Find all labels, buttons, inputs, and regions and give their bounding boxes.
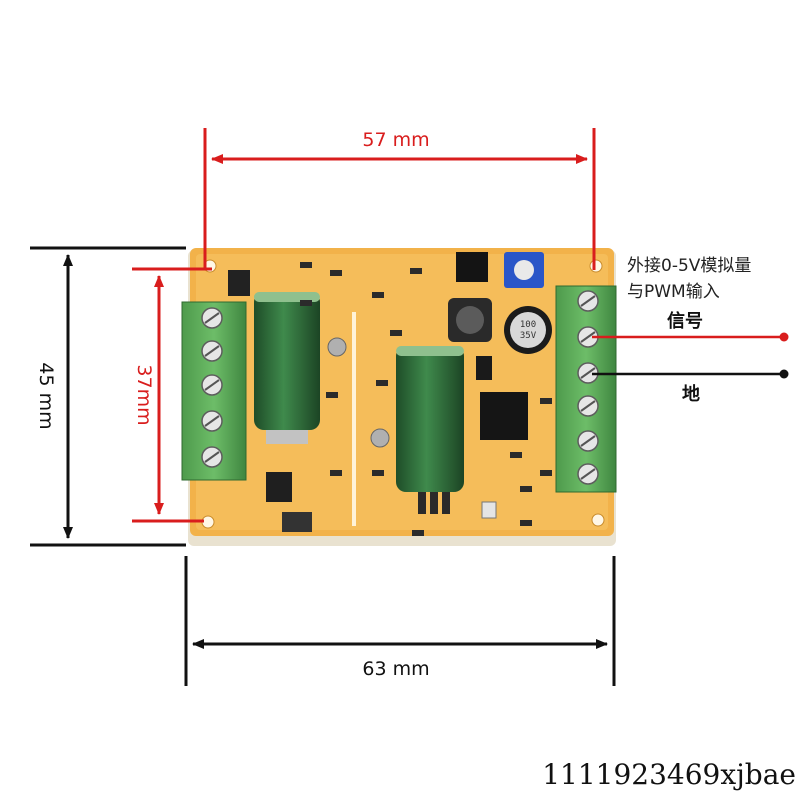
capacitor-left-base [266, 430, 308, 444]
signal-label: 信号 [667, 310, 703, 332]
smd-part-4 [390, 330, 402, 336]
capacitor-middle-lead-2 [430, 492, 438, 514]
right-terminal-body [555, 285, 617, 493]
smd-part-1 [300, 262, 312, 268]
capacitor-small-marking-1: 100 [520, 320, 536, 330]
right-terminal-screw-2-slot [580, 331, 596, 343]
note-line-1: 外接0-5V模拟量 [627, 256, 751, 276]
capacitor-left-body [254, 292, 320, 430]
smd-part-16 [410, 268, 422, 274]
smd-part [476, 356, 492, 380]
dim-top-label: 57 mm [362, 129, 429, 151]
left-terminal-screw-5-slot [204, 451, 220, 463]
smd-part-8 [372, 470, 384, 476]
push-button [481, 501, 497, 519]
ic-top [456, 252, 488, 282]
capacitor-small-marking-2: 35V [520, 331, 537, 341]
transistor-top [228, 270, 250, 296]
capacitor-middle-lead-1 [418, 492, 426, 514]
board-screw-1 [327, 337, 347, 357]
left-terminal-screw-3-slot [204, 379, 220, 391]
ground-label: 地 [682, 383, 700, 405]
smd-part-13 [412, 530, 424, 536]
inductor-core [456, 306, 484, 334]
left-terminal-screw-1-slot [204, 312, 220, 324]
capacitor-small-top [510, 312, 546, 348]
board-slot [352, 312, 356, 526]
smd-part-7 [330, 470, 342, 476]
left-terminal-screw-4-slot [204, 415, 220, 427]
right-terminal-screw-6-slot [580, 468, 596, 480]
smd-part-12 [520, 486, 532, 492]
mount-hole-br [591, 513, 605, 527]
right-terminal-block [555, 285, 617, 493]
smd-part-5 [376, 380, 388, 386]
right-terminal-screw-1-slot [580, 295, 596, 307]
capacitor-left [254, 292, 320, 444]
smd-part-10 [540, 398, 552, 404]
potentiometer-knob [514, 260, 534, 280]
capacitor-left-top [254, 292, 320, 302]
note-line-2: 与PWM输入 [627, 282, 720, 302]
smd-part-2 [330, 270, 342, 276]
dim-bottom-label: 63 mm [362, 658, 429, 680]
shunt-resistor [282, 512, 312, 532]
smd-resistors [300, 262, 552, 536]
right-terminal-screw-4-slot [580, 400, 596, 412]
dim-left-label: 45 mm [35, 362, 57, 429]
dim-inner-label: 37mm [133, 364, 155, 425]
left-terminal-block [181, 301, 247, 481]
transistor-bottom [266, 472, 292, 502]
capacitor-middle-body [396, 346, 464, 492]
mount-hole-tr [589, 259, 603, 273]
signal-lead-dot [779, 332, 789, 342]
smd-part-15 [300, 300, 312, 306]
capacitor-small: 100 35V [504, 306, 552, 354]
capacitor-middle-lead-3 [442, 492, 450, 514]
smd-part-3 [372, 292, 384, 298]
ground-lead-dot [779, 369, 789, 379]
watermark: 1111923469xjbae [542, 758, 796, 791]
left-terminal-screw-2-slot [204, 345, 220, 357]
smd-part-11 [540, 470, 552, 476]
pcb-board: 100 35V [181, 248, 617, 546]
right-terminal-screw-5-slot [580, 435, 596, 447]
smd-part-14 [520, 520, 532, 526]
board-screw-2 [370, 428, 390, 448]
right-terminal-screw-3-slot [580, 367, 596, 379]
smd-part-9 [510, 452, 522, 458]
capacitor-middle-top [396, 346, 464, 356]
ic-main [480, 392, 528, 440]
capacitor-middle [396, 346, 464, 514]
smd-part-6 [326, 392, 338, 398]
